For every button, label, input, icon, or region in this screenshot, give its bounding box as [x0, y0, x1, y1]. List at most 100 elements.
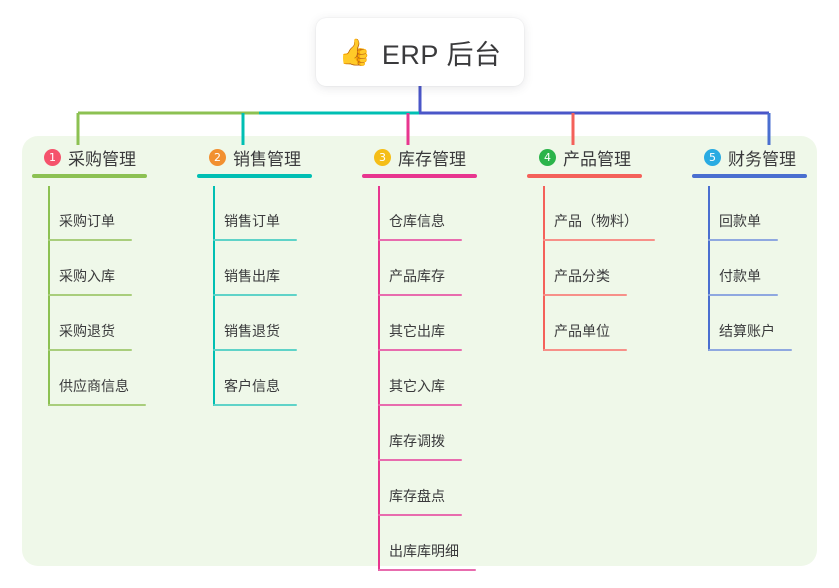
leaf-underline [378, 459, 462, 461]
leaf-item[interactable]: 结算账户 [692, 296, 832, 351]
leaf-stem [543, 241, 545, 296]
leaf-item[interactable]: 付款单 [692, 241, 832, 296]
leaf-list-3: 仓库信息产品库存其它出库其它入库库存调拨库存盘点出库库明细 [362, 178, 522, 571]
column-title-1: 采购管理 [68, 149, 136, 169]
root-title: ERP 后台 [381, 39, 502, 70]
leaf-underline [213, 349, 297, 351]
leaf-underline [543, 349, 627, 351]
column-rule-1 [32, 174, 147, 178]
leaf-label: 仓库信息 [389, 213, 445, 229]
leaf-label: 出库库明细 [389, 543, 459, 559]
leaf-label: 其它出库 [389, 323, 445, 339]
leaf-item[interactable]: 采购退货 [32, 296, 192, 351]
leaf-item[interactable]: 产品分类 [527, 241, 687, 296]
column-rule-5 [692, 174, 807, 178]
leaf-list-4: 产品（物料） 产品分类产品单位 [527, 178, 687, 351]
leaf-item[interactable]: 出库库明细 [362, 516, 522, 571]
leaf-stem [378, 296, 380, 351]
column-rule-3 [362, 174, 477, 178]
leaf-underline [378, 294, 462, 296]
column-5: 5 财务管理回款单付款单结算账户 [692, 143, 832, 351]
leaf-item[interactable]: 其它出库 [362, 296, 522, 351]
leaf-label: 客户信息 [224, 378, 280, 394]
leaf-stem [378, 351, 380, 406]
leaf-label: 库存调拨 [389, 433, 445, 449]
leaf-label: 库存盘点 [389, 488, 445, 504]
column-badge-icon-1: 1 [44, 148, 61, 166]
leaf-underline [543, 239, 655, 241]
column-badge-icon-3: 3 [374, 148, 391, 166]
leaf-label: 付款单 [719, 268, 761, 284]
leaf-label: 结算账户 [719, 323, 775, 339]
leaf-stem [48, 296, 50, 351]
leaf-stem [378, 186, 380, 241]
leaf-item[interactable]: 客户信息 [197, 351, 357, 406]
leaf-stem [708, 296, 710, 351]
column-header-5[interactable]: 5 财务管理 [692, 143, 832, 171]
leaf-list-1: 采购订单采购入库采购退货供应商信息 [32, 178, 192, 406]
leaf-label: 采购入库 [59, 268, 115, 284]
leaf-item[interactable]: 采购入库 [32, 241, 192, 296]
leaf-item[interactable]: 销售订单 [197, 186, 357, 241]
leaf-item[interactable]: 产品（物料） [527, 186, 687, 241]
leaf-item[interactable]: 采购订单 [32, 186, 192, 241]
leaf-underline [48, 294, 132, 296]
column-rule-4 [527, 174, 642, 178]
leaf-stem [378, 516, 380, 571]
column-badge-icon-4: 4 [539, 148, 556, 166]
leaf-item[interactable]: 销售出库 [197, 241, 357, 296]
column-title-4: 产品管理 [563, 149, 631, 169]
leaf-stem [48, 351, 50, 406]
column-badge-icon-5: 5 [704, 148, 721, 166]
leaf-underline [48, 239, 132, 241]
column-title-5: 财务管理 [728, 149, 796, 169]
leaf-item[interactable]: 其它入库 [362, 351, 522, 406]
leaf-label: 产品分类 [554, 268, 610, 284]
leaf-underline [708, 349, 792, 351]
leaf-stem [378, 406, 380, 461]
leaf-label: 销售订单 [224, 213, 280, 229]
leaf-stem [378, 241, 380, 296]
leaf-label: 采购订单 [59, 213, 115, 229]
leaf-list-5: 回款单付款单结算账户 [692, 178, 832, 351]
leaf-underline [708, 239, 778, 241]
leaf-stem [213, 296, 215, 351]
root-node-card[interactable]: 👍 ERP 后台 [316, 18, 524, 86]
leaf-item[interactable]: 库存调拨 [362, 406, 522, 461]
leaf-underline [213, 239, 297, 241]
diagram-panel [22, 136, 817, 566]
leaf-label: 回款单 [719, 213, 761, 229]
leaf-underline [213, 404, 297, 406]
leaf-stem [213, 186, 215, 241]
leaf-item[interactable]: 供应商信息 [32, 351, 192, 406]
leaf-label: 产品库存 [389, 268, 445, 284]
column-badge-icon-2: 2 [209, 148, 226, 166]
leaf-stem [48, 186, 50, 241]
leaf-item[interactable]: 仓库信息 [362, 186, 522, 241]
leaf-stem [213, 241, 215, 296]
leaf-item[interactable]: 回款单 [692, 186, 832, 241]
leaf-item[interactable]: 产品库存 [362, 241, 522, 296]
leaf-label: 供应商信息 [59, 378, 129, 394]
leaf-item[interactable]: 库存盘点 [362, 461, 522, 516]
leaf-stem [48, 241, 50, 296]
leaf-underline [543, 294, 627, 296]
leaf-item[interactable]: 销售退货 [197, 296, 357, 351]
leaf-item[interactable]: 产品单位 [527, 296, 687, 351]
leaf-stem [708, 186, 710, 241]
leaf-stem [213, 351, 215, 406]
leaf-underline [378, 239, 462, 241]
leaf-list-2: 销售订单销售出库销售退货客户信息 [197, 178, 357, 406]
column-header-4[interactable]: 4 产品管理 [527, 143, 687, 171]
column-header-1[interactable]: 1 采购管理 [32, 143, 192, 171]
leaf-stem [708, 241, 710, 296]
leaf-label: 采购退货 [59, 323, 115, 339]
column-1: 1 采购管理采购订单采购入库采购退货供应商信息 [32, 143, 192, 406]
column-rule-2 [197, 174, 312, 178]
leaf-underline [378, 514, 462, 516]
